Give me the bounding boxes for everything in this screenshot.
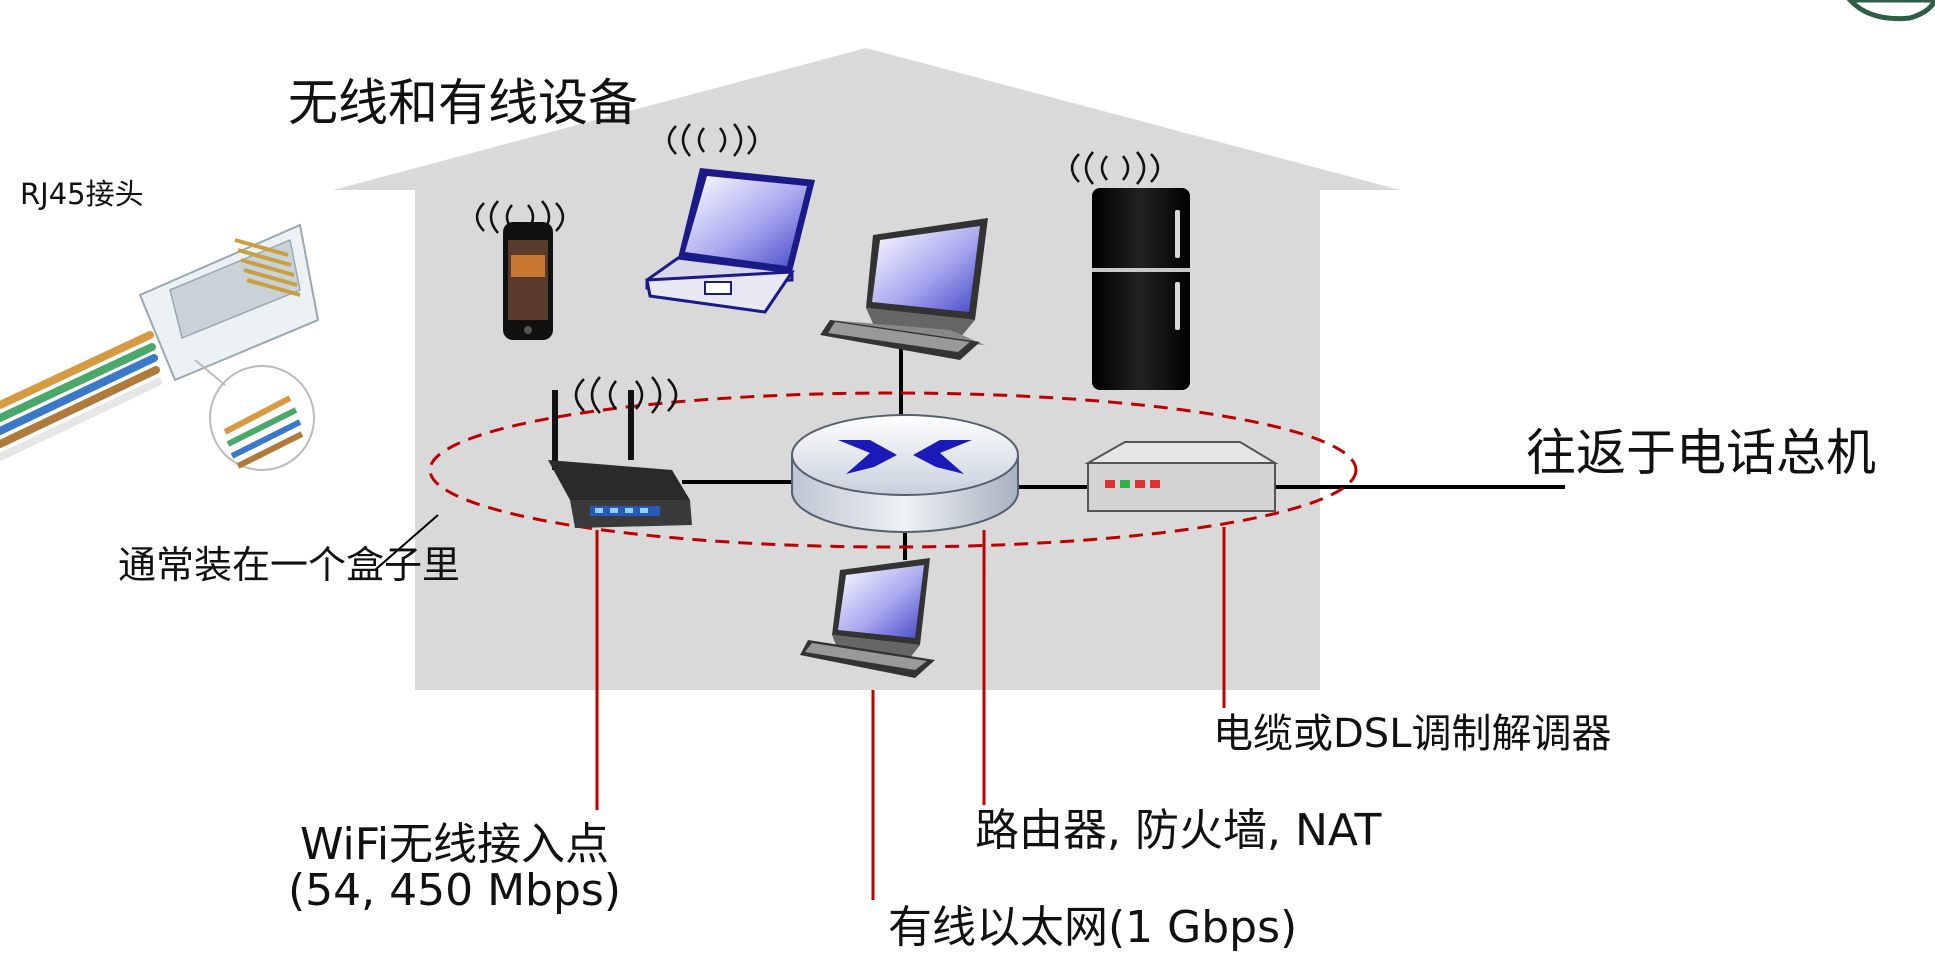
page-title: 无线和有线设备 — [288, 74, 638, 132]
box-note-label: 通常装在一个盒子里 — [118, 543, 461, 587]
wifi-label-line1: WiFi无线接入点 — [299, 819, 610, 870]
rj45-connector-icon — [0, 223, 320, 471]
logo-icon — [1846, 0, 1935, 22]
smartphone-icon — [503, 222, 553, 340]
wireless-signal-icon — [475, 123, 1160, 414]
integrated-box-outline — [428, 391, 1358, 549]
router-label: 路由器, 防火墙, NAT — [975, 805, 1382, 856]
desktop-computer-icon — [820, 218, 988, 360]
wired-links — [682, 340, 1565, 560]
callout-lines — [595, 527, 1226, 900]
ethernet-label: 有线以太网(1 Gbps) — [888, 902, 1298, 953]
wifi-label: WiFi无线接入点 (54, 450 Mbps) — [288, 819, 622, 917]
wifi-router-icon — [548, 390, 692, 528]
modem-label: 电缆或DSL调制解调器 — [1213, 711, 1612, 757]
phone-line-label: 往返于电话总机 — [1526, 424, 1876, 482]
desktop-computer-icon — [800, 558, 935, 678]
laptop-icon — [645, 168, 815, 314]
modem-icon — [1084, 441, 1279, 512]
router-switch-icon — [791, 414, 1019, 533]
wifi-label-line2: (54, 450 Mbps) — [288, 865, 622, 917]
box-note-pointer — [374, 514, 439, 571]
refrigerator-icon — [1092, 188, 1190, 390]
rj45-label: RJ45接头 — [20, 177, 144, 211]
